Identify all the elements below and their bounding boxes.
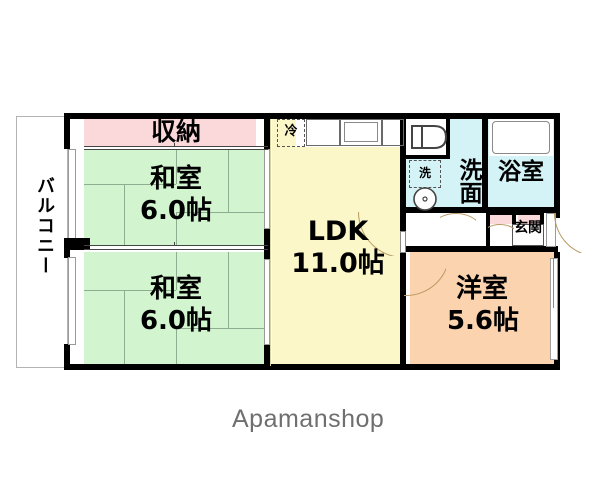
kitchen-sink-basin: [344, 122, 378, 142]
watermark-logo: Apamanshop: [232, 405, 385, 433]
genkan-box-left: [488, 213, 512, 224]
sliding-door-lower[interactable]: [68, 257, 76, 345]
entrance-door-panel[interactable]: [546, 213, 556, 247]
tatami-seam: [176, 328, 177, 366]
exterior-wall-top: [64, 113, 276, 119]
ldk-name: LDK: [307, 216, 369, 247]
tatami-edge-line: [270, 119, 271, 366]
toilet-icon: [411, 125, 448, 149]
sliding-door-upper[interactable]: [68, 149, 76, 239]
exterior-wall-top: [276, 113, 560, 119]
tatami-seam: [84, 290, 176, 291]
tatami-seam: [228, 150, 229, 212]
washitsu-lower-area: 6.0帖: [139, 306, 213, 336]
interior-wall-tatami-right: [264, 344, 270, 366]
tatami-seam: [124, 290, 125, 366]
window-yoshitsu-right: [550, 258, 558, 360]
tatami-seam: [176, 150, 177, 184]
yoshitsu-area: 5.6帖: [446, 306, 520, 336]
interior-wall-yoshitsu-top: [406, 246, 558, 252]
interior-wall-toilet-bottom: [406, 155, 450, 159]
tatami-seam: [228, 252, 229, 328]
washroom-door-swing: [440, 213, 476, 243]
interior-wall-bath-left: [482, 119, 488, 213]
wall-nub: [64, 238, 90, 244]
tatami-partition-split: [174, 242, 175, 246]
yokushitsu-label: 浴室: [498, 159, 544, 185]
tatami-seam: [176, 212, 177, 245]
ldk-area: 11.0帖: [291, 248, 385, 279]
fusuma-lower[interactable]: [264, 259, 270, 345]
interior-wall-tatami-right: [264, 228, 270, 260]
closet-door-line[interactable]: [84, 149, 268, 150]
genkan-label: 玄関: [514, 220, 542, 236]
exterior-wall-bottom: [64, 364, 560, 370]
closet-door-split: [174, 143, 175, 147]
storage-fill: [84, 117, 256, 147]
interior-wall-bath-bottom: [484, 207, 560, 213]
tatami-seam: [84, 184, 176, 185]
washitsu-upper-name: 和室: [149, 164, 202, 194]
washitsu-upper-area: 6.0帖: [139, 196, 213, 226]
ldk-door-swing: [358, 212, 404, 256]
tatami-partition-line[interactable]: [84, 245, 268, 246]
refrigerator-icon: [277, 119, 305, 147]
exterior-wall-left: [64, 344, 70, 370]
window-mullion: [553, 258, 554, 308]
tatami-seam: [176, 328, 268, 329]
storage-label: 収納: [150, 117, 201, 146]
kitchen-sink-icon: [340, 119, 382, 146]
bathtub-icon: [492, 121, 550, 154]
interior-wall-washroom-bottom: [406, 207, 484, 213]
exterior-wall-left: [64, 113, 70, 149]
genkan-box-wall: [540, 211, 544, 225]
tatami-seam: [124, 184, 125, 245]
tatami-seam: [176, 252, 177, 290]
senmen-label: 洗面: [455, 158, 481, 204]
hallway-door-swing: [404, 252, 446, 296]
tatami-seam: [176, 212, 268, 213]
washitsu-lower-name: 和室: [149, 274, 202, 304]
interior-wall-ldk-right: [400, 252, 406, 366]
bath-door-swing: [488, 224, 514, 248]
entrance-door-swing: [554, 213, 598, 253]
exterior-wall-right: [554, 113, 560, 213]
kitchen-counter-icon: [306, 119, 340, 146]
tatami-partition-line[interactable]: [84, 249, 268, 250]
interior-wall-toilet-right: [446, 119, 450, 159]
yoshitsu-name: 洋室: [455, 274, 508, 304]
refrigerator-label: 冷: [284, 124, 298, 139]
genkan-box-wall: [486, 211, 544, 215]
sink-icon: [413, 187, 437, 211]
washing-machine-label: 洗: [418, 166, 431, 180]
closet-door-line[interactable]: [84, 146, 268, 147]
kitchen-counter-band: [296, 119, 404, 147]
balcony-label: バルコニー: [34, 176, 55, 276]
genkan-box-right: [518, 213, 542, 224]
kitchen-stove-icon: [382, 119, 404, 146]
interior-wall-tatami-mid: [64, 244, 88, 250]
interior-wall-ldk-right: [400, 119, 406, 213]
genkan-box-wall: [512, 211, 516, 225]
interior-wall-tatami-right: [264, 119, 270, 149]
